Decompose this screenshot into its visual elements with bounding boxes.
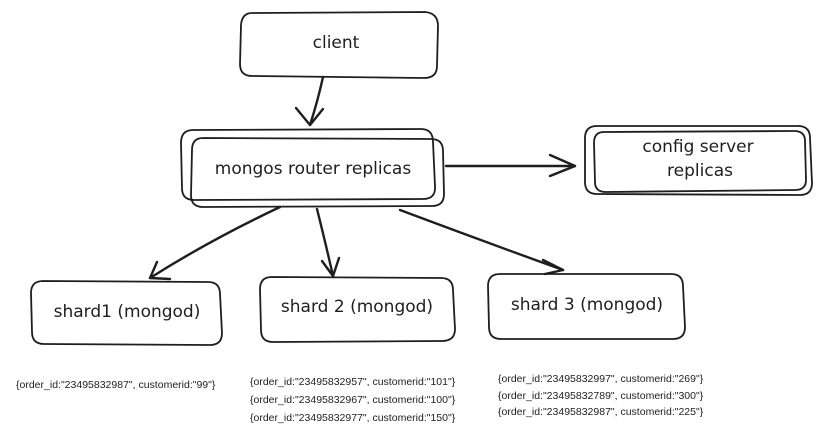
client-box	[239, 11, 439, 79]
shard3-record: {order_id:"23495832997", customerid:"269…	[498, 373, 704, 385]
arrow-client-to-router	[294, 75, 325, 127]
arrow-router-to-shard1	[148, 205, 282, 281]
client-label: client	[313, 33, 360, 53]
shard2-record: {order_id:"23495832977", customerid:"150…	[250, 412, 456, 424]
shard3-label: shard 3 (mongod)	[511, 295, 663, 315]
shard1-label: shard1 (mongod)	[54, 302, 201, 322]
shard2-label: shard 2 (mongod)	[281, 297, 433, 317]
shard1-node[interactable]: shard1 (mongod)	[30, 280, 223, 346]
router-node[interactable]: mongos router replicas	[180, 128, 445, 208]
arrow-router-to-shard2	[315, 207, 341, 278]
config-box-inner	[593, 130, 807, 193]
shard2-node[interactable]: shard 2 (mongod)	[259, 276, 456, 343]
shard3-record: {order_id:"23495832789", customerid:"300…	[498, 390, 704, 402]
shard2-box	[259, 276, 456, 343]
router-label: mongos router replicas	[215, 159, 412, 179]
shard3-records: {order_id:"23495832997", customerid:"269…	[498, 373, 704, 418]
config-server-node[interactable]: config server replicas	[584, 125, 813, 196]
config-box-outer	[584, 125, 813, 196]
config-label-line1: config server	[642, 137, 753, 157]
router-box-inner	[190, 137, 445, 208]
arrow-router-to-config	[444, 153, 577, 178]
shard2-records: {order_id:"23495832957", customerid:"101…	[250, 376, 456, 424]
shard2-record: {order_id:"23495832957", customerid:"101…	[250, 376, 456, 388]
shard2-record: {order_id:"23495832967", customerid:"100…	[250, 394, 456, 406]
arrow-router-to-shard3	[398, 208, 565, 276]
shard1-box	[30, 280, 223, 346]
config-label-line2: replicas	[667, 161, 733, 181]
shard3-record: {order_id:"23495832987", customerid:"225…	[498, 406, 704, 418]
shard1-record: {order_id:"23495832987", customerid:"99"…	[16, 379, 216, 391]
client-node[interactable]: client	[239, 11, 439, 79]
shard3-node[interactable]: shard 3 (mongod)	[487, 273, 686, 340]
shard1-records: {order_id:"23495832987", customerid:"99"…	[16, 379, 216, 391]
router-box-outer	[180, 128, 436, 201]
shard3-box	[487, 273, 686, 340]
